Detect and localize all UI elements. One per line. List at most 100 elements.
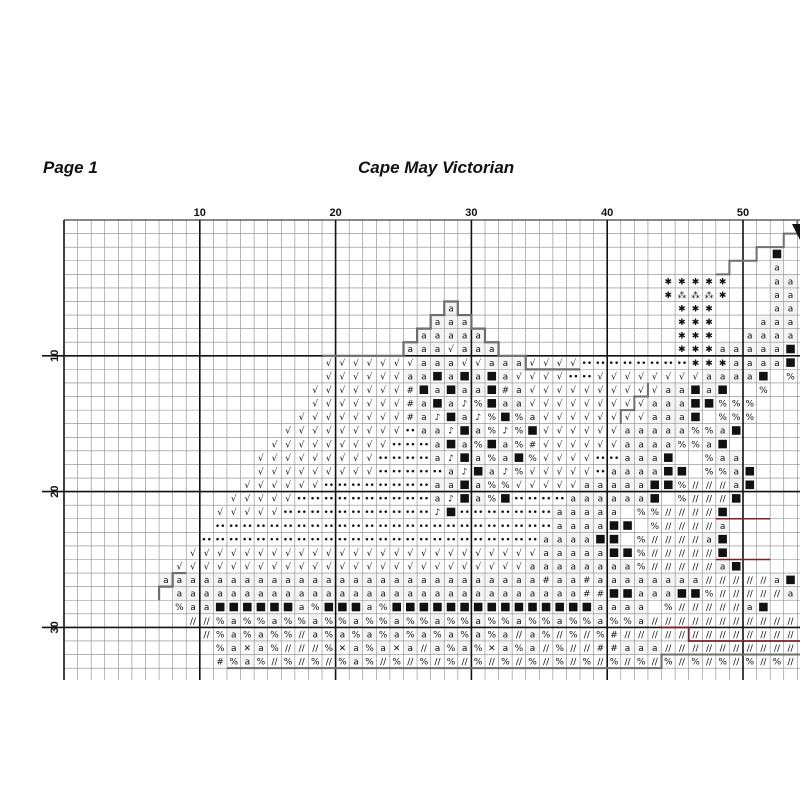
stitch-symbol: •• [351, 508, 362, 518]
stitch-symbol: // [299, 644, 306, 654]
stitch-symbol: √ [380, 385, 386, 396]
cell-tint [336, 587, 349, 600]
stitch-symbol: a [435, 454, 441, 464]
cell-tint [417, 573, 431, 587]
cell-tint [553, 614, 566, 627]
stitch-symbol: // [692, 522, 699, 532]
stitch-symbol: a [503, 400, 509, 410]
cell-tint [186, 587, 200, 600]
stitch-symbol-solid [664, 480, 673, 490]
cell-tint [241, 573, 254, 587]
stitch-symbol: % [447, 644, 456, 654]
stitch-symbol: a [503, 372, 509, 382]
stitch-symbol: √ [244, 494, 250, 505]
stitch-symbol: a [190, 590, 196, 600]
stitch-symbol: a [163, 576, 169, 586]
stitch-symbol: a [421, 359, 427, 369]
stitch-symbol: a [448, 590, 454, 600]
stitch-symbol: % [243, 630, 252, 640]
stitch-symbol: √ [557, 466, 563, 477]
stitch-symbol: a [774, 359, 780, 369]
stitch-symbol: a [530, 576, 536, 586]
stitch-symbol: a [598, 508, 604, 518]
stitch-symbol: % [474, 644, 483, 654]
stitch-symbol: a [394, 576, 400, 586]
cell-tint [376, 573, 390, 587]
stitch-symbol-solid [609, 589, 619, 598]
stitch-symbol: a [231, 644, 237, 654]
stitch-symbol-solid [514, 602, 524, 612]
cell-tint [621, 492, 634, 505]
stitch-symbol: // [747, 630, 754, 640]
stitch-symbol-solid [446, 602, 456, 612]
stitch-symbol: a [475, 332, 481, 342]
cell-tint [227, 573, 241, 587]
cell-tint [404, 587, 417, 600]
stitch-symbol: a [340, 576, 346, 586]
stitch-symbol: % [732, 400, 741, 410]
porch-outline [226, 653, 800, 670]
stitch-symbol: a [475, 427, 481, 437]
stitch-symbol: a [245, 658, 251, 668]
stitch-symbol: √ [272, 439, 278, 450]
stitch-symbol: √ [380, 439, 386, 450]
stitch-symbol-solid [460, 453, 469, 462]
stitch-symbol: a [666, 590, 672, 600]
stitch-symbol: •• [500, 508, 511, 518]
cell-tint [458, 437, 471, 451]
stitch-symbol-solid [623, 589, 632, 598]
cell-tint [526, 410, 539, 424]
cell-tint [662, 383, 675, 397]
cell-tint [308, 573, 322, 587]
cell-tint [729, 451, 743, 464]
stitch-symbol: // [733, 576, 740, 586]
stitch-symbol: a [720, 454, 726, 464]
stitch-symbol: ✱ [705, 277, 713, 287]
stitch-symbol: √ [244, 480, 250, 491]
stitch-symbol: a [598, 522, 604, 532]
cell-tint [431, 437, 444, 451]
cell-tint [227, 641, 241, 655]
stitch-symbol: a [503, 590, 509, 600]
stitch-symbol: •• [527, 522, 538, 532]
stitch-symbol-solid [786, 575, 795, 585]
stitch-symbol: // [625, 658, 632, 668]
stitch-symbol: // [434, 658, 441, 668]
stitch-symbol: % [569, 630, 578, 640]
stitch-symbol: •• [391, 467, 402, 477]
cell-tint [675, 383, 689, 397]
stitch-symbol: •• [351, 481, 362, 491]
cell-tint [390, 573, 403, 587]
cell-tint [200, 573, 213, 587]
stitch-symbol: a [543, 590, 549, 600]
stitch-symbol: a [598, 562, 604, 572]
stitch-symbol: // [543, 644, 550, 654]
stitch-symbol-solid [664, 466, 673, 476]
stitch-symbol: √ [448, 548, 454, 559]
stitch-symbol: √ [340, 412, 346, 423]
stitch-symbol: % [216, 644, 225, 654]
stitch-symbol: a [625, 481, 631, 491]
stitch-symbol: √ [190, 561, 196, 572]
stitch-symbol: √ [543, 358, 549, 369]
stitch-symbol: % [610, 658, 619, 668]
cell-tint [200, 587, 213, 600]
stitch-symbol: •• [405, 522, 416, 532]
stitch-symbol: a [625, 576, 631, 586]
cell-tint [594, 492, 607, 505]
stitch-symbol: a [380, 644, 386, 654]
stitch-symbol: // [665, 535, 672, 545]
stitch-symbol: •• [283, 522, 294, 532]
cell-tint [499, 573, 512, 587]
stitch-symbol: ✱ [705, 345, 713, 355]
stitch-symbol: a [503, 454, 509, 464]
stitch-symbol: a [598, 603, 604, 613]
stitch-symbol: √ [598, 412, 604, 423]
stitch-symbol: a [625, 440, 631, 450]
stitch-symbol: # [407, 413, 415, 423]
cell-tint [417, 410, 431, 424]
stitch-symbol: a [788, 277, 794, 287]
stitch-symbol: √ [625, 385, 631, 396]
stitch-symbol: a [598, 549, 604, 559]
stitch-symbol: a [557, 535, 563, 545]
